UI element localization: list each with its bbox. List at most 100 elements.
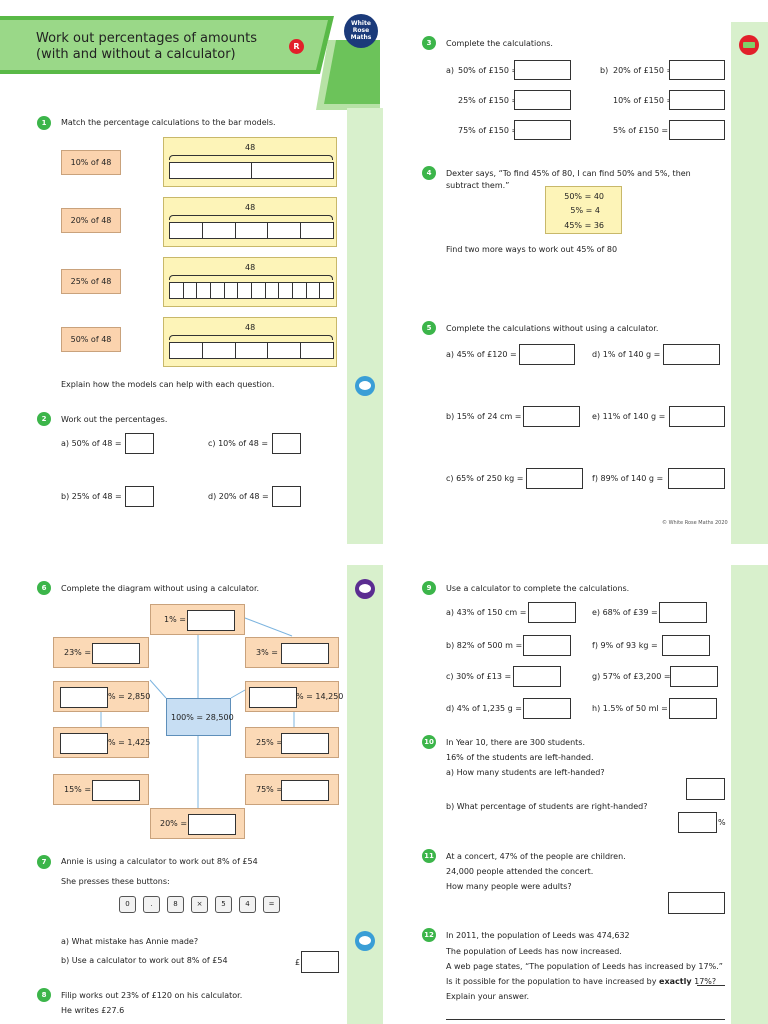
q12-text-line3: A web page states, “The population of Le… xyxy=(446,962,723,971)
side-strip-topright xyxy=(731,22,768,544)
q3a2-text: 25% of £150 = xyxy=(458,96,519,105)
q2a-answer-box[interactable] xyxy=(125,433,154,454)
q3b-label: b) xyxy=(600,66,609,75)
q6-center-node: 100% = 28,500 xyxy=(166,698,234,736)
q1-bar-segment xyxy=(292,282,307,299)
q4-working-line2: 5% = 4 xyxy=(570,206,600,215)
q1-bar-segment xyxy=(182,282,198,299)
q12-answer-line-short[interactable] xyxy=(697,985,725,986)
side-strip-bottomleft xyxy=(347,565,383,1024)
q7-text-line2: She presses these buttons: xyxy=(61,877,170,886)
q9b-text: b) 82% of 500 m = xyxy=(446,641,523,650)
q3a1-answer-box[interactable] xyxy=(514,60,571,80)
q3b2-text: 10% of £150 = xyxy=(613,96,674,105)
q1-bar-total-label: 48 xyxy=(245,143,256,152)
q1-bar-model-2[interactable]: 48 xyxy=(163,197,337,247)
q7a-text: a) What mistake has Annie made? xyxy=(61,937,199,946)
q1-label-25pct[interactable]: 25% of 48 xyxy=(61,269,121,294)
q5d-answer-box[interactable] xyxy=(663,344,720,365)
q5c-text: c) 65% of 250 kg = xyxy=(446,474,524,483)
q9b-answer-box[interactable] xyxy=(523,635,571,656)
q1-bar-segment xyxy=(169,222,203,239)
q6-bottom-answer-box[interactable] xyxy=(188,814,236,835)
q1-bar-model-3[interactable]: 48 xyxy=(163,257,337,307)
q1-label-10pct[interactable]: 10% of 48 xyxy=(61,150,121,175)
q4-task: Find two more ways to work out 45% of 80 xyxy=(446,245,618,254)
page-title-line2: (with and without a calculator) xyxy=(36,47,236,62)
q5-instruction: Complete the calculations without using … xyxy=(446,324,659,333)
q3b2-answer-box[interactable] xyxy=(669,90,725,110)
q3a2-answer-box[interactable] xyxy=(514,90,571,110)
q6-node-midright2: 25% = xyxy=(245,727,339,758)
q2c-answer-box[interactable] xyxy=(272,433,301,454)
q9d-answer-box[interactable] xyxy=(523,698,571,719)
q7b-currency: £ xyxy=(295,958,301,967)
q5f-answer-box[interactable] xyxy=(668,468,725,489)
q11-text-line1: At a concert, 47% of the people are chil… xyxy=(446,852,626,861)
q1-bar-model-4[interactable]: 48 xyxy=(163,317,337,367)
q6-br-answer-box[interactable] xyxy=(281,780,329,801)
q6-tr-answer-box[interactable] xyxy=(281,643,329,664)
q1-bar-segment xyxy=(267,222,302,239)
q12-answer-line[interactable] xyxy=(446,1019,725,1020)
q1-bar-segment xyxy=(300,342,334,359)
q1-label-20pct[interactable]: 20% of 48 xyxy=(61,208,121,233)
q5f-text: f) 89% of 140 g = xyxy=(592,474,664,483)
q9d-text: d) 4% of 1,235 g = xyxy=(446,704,522,713)
q6-mr1-answer-box[interactable] xyxy=(249,687,297,708)
q9a-answer-box[interactable] xyxy=(528,602,576,623)
q6-node-midleft2: % = 1,425 xyxy=(53,727,150,758)
q5a-answer-box[interactable] xyxy=(519,344,575,365)
question-number-7: 7 xyxy=(37,855,51,869)
q9g-answer-box[interactable] xyxy=(670,666,718,687)
q1-bar-segment xyxy=(319,282,334,299)
q7-text-line1: Annie is using a calculator to work out … xyxy=(61,857,258,866)
q3a1-text: 50% of £150 = xyxy=(458,66,519,75)
q9e-answer-box[interactable] xyxy=(659,602,707,623)
q2b-answer-box[interactable] xyxy=(125,486,154,507)
q9f-answer-box[interactable] xyxy=(662,635,710,656)
q5b-answer-box[interactable] xyxy=(523,406,580,427)
q6-node-topleft: 23% = xyxy=(53,637,149,668)
q2d-answer-box[interactable] xyxy=(272,486,301,507)
q1-bar-segment xyxy=(237,282,252,299)
question-number-3: 3 xyxy=(422,36,436,50)
q7b-answer-box[interactable] xyxy=(301,951,339,973)
q9c-text: c) 30% of £13 = xyxy=(446,672,512,681)
q1-bar-brace xyxy=(169,155,333,160)
q1-bar-total-label: 48 xyxy=(245,263,256,272)
q7-calc-key: = xyxy=(263,896,280,913)
q12-text-line5: Explain your answer. xyxy=(446,992,530,1001)
q6-node-topright: 3% = xyxy=(245,637,339,668)
q3a3-answer-box[interactable] xyxy=(514,120,571,140)
q6-bl-answer-box[interactable] xyxy=(92,780,140,801)
q7b-text: b) Use a calculator to work out 8% of £5… xyxy=(61,956,228,965)
q5d-text: d) 1% of 140 g = xyxy=(592,350,661,359)
q6-mr2-answer-box[interactable] xyxy=(281,733,329,754)
q9c-answer-box[interactable] xyxy=(513,666,561,687)
q5a-text: a) 45% of £120 = xyxy=(446,350,517,359)
q6-ml2-answer-box[interactable] xyxy=(60,733,108,754)
question-number-4: 4 xyxy=(422,166,436,180)
question-number-8: 8 xyxy=(37,988,51,1002)
q1-bar-segment xyxy=(300,222,334,239)
q10b-answer-box[interactable] xyxy=(678,812,717,833)
q9h-answer-box[interactable] xyxy=(669,698,717,719)
q11-text-line3: How many people were adults? xyxy=(446,882,572,891)
q6-ml1-answer-box[interactable] xyxy=(60,687,108,708)
q3b1-answer-box[interactable] xyxy=(669,60,725,80)
q1-bar-model-1[interactable]: 48 xyxy=(163,137,337,187)
q10a-answer-box[interactable] xyxy=(686,778,725,800)
q10-text-line1: In Year 10, there are 300 students. xyxy=(446,738,586,747)
q5e-answer-box[interactable] xyxy=(669,406,725,427)
q5c-answer-box[interactable] xyxy=(526,468,583,489)
q1-label-50pct[interactable]: 50% of 48 xyxy=(61,327,121,352)
q6-top-answer-box[interactable] xyxy=(187,610,235,631)
q1-bar-brace xyxy=(169,335,333,340)
q3b3-answer-box[interactable] xyxy=(669,120,725,140)
q1-bar-segment xyxy=(169,162,252,179)
q6-tl-answer-box[interactable] xyxy=(92,643,140,664)
q11-answer-box[interactable] xyxy=(668,892,725,914)
thinking-icon xyxy=(355,579,375,599)
discuss-icon-2 xyxy=(355,931,375,951)
